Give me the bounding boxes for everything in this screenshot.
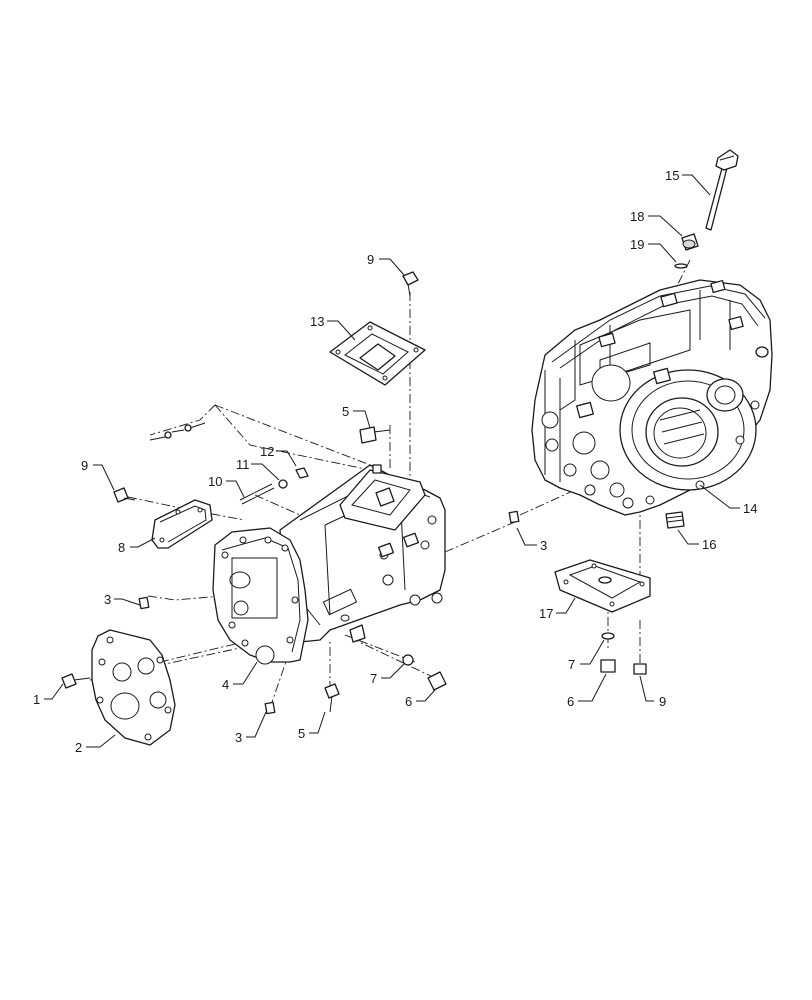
callout-5-upper: 5 [342, 404, 349, 419]
callout-8: 8 [118, 540, 125, 555]
callout-9-right: 9 [659, 694, 666, 709]
callout-3-right: 3 [540, 538, 547, 553]
callout-1: 1 [33, 692, 40, 707]
callout-12: 12 [260, 444, 274, 459]
callout-9-top: 9 [367, 252, 374, 267]
bottom-cover-plate [554, 559, 651, 613]
top-cover-plate [329, 321, 426, 386]
front-cover-plate [91, 629, 176, 746]
callout-4: 4 [222, 677, 229, 692]
callout-13: 13 [310, 314, 324, 329]
front-transmission-case [212, 464, 446, 665]
side-cover-plate [151, 499, 213, 549]
callout-14: 14 [743, 501, 757, 516]
callout-18: 18 [630, 209, 644, 224]
callout-3-lower: 3 [235, 730, 242, 745]
callout-7-left: 7 [370, 671, 377, 686]
callout-16: 16 [702, 537, 716, 552]
callout-6-left: 6 [405, 694, 412, 709]
callout-10: 10 [208, 474, 222, 489]
callout-2: 2 [75, 740, 82, 755]
hardware-items [61, 149, 739, 715]
callout-5-lower: 5 [298, 726, 305, 741]
callout-7-right: 7 [568, 657, 575, 672]
callout-9-left: 9 [81, 458, 88, 473]
callout-numbers: 1 2 3 3 3 4 5 5 6 6 7 7 8 9 9 9 10 11 12… [33, 168, 757, 755]
rear-transmission-housing [531, 279, 773, 516]
callout-17: 17 [539, 606, 553, 621]
callout-3-left: 3 [104, 592, 111, 607]
callout-19: 19 [630, 237, 644, 252]
callout-6-right: 6 [567, 694, 574, 709]
callout-11: 11 [236, 457, 250, 472]
callout-15: 15 [665, 168, 679, 183]
callout-leaders [44, 174, 740, 748]
